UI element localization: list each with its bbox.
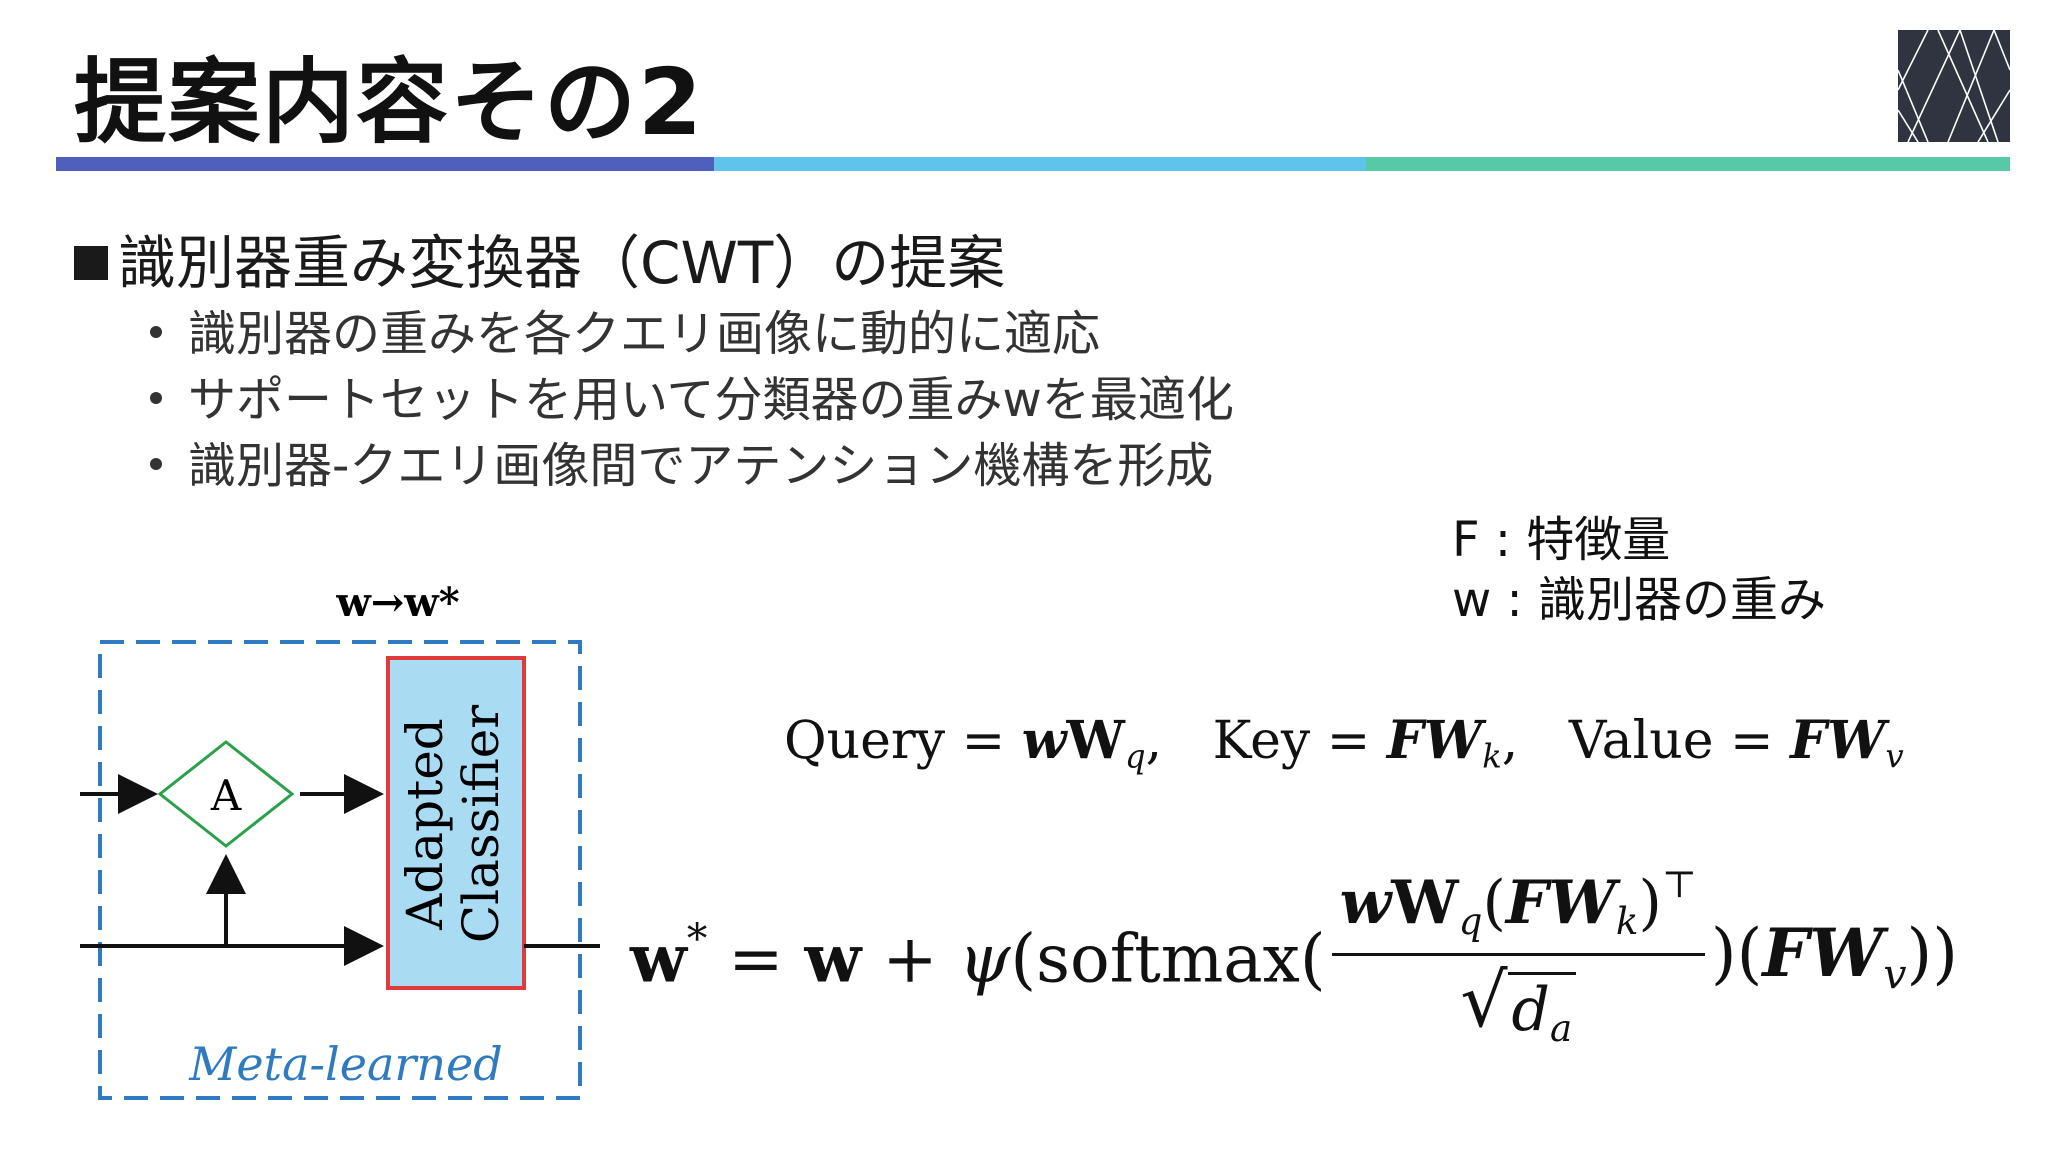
underline-segment-cyan [714, 157, 1366, 171]
section-heading: 識別器重み変換器（CWT）の提案 [74, 216, 1005, 300]
logo-icon [1898, 30, 2010, 142]
cwt-diagram: w→w* Adapted Classifier A Meta-learned [80, 580, 600, 1100]
fraction: wWq(FWk)⊤ √da [1331, 862, 1705, 1050]
diamond-label: A [210, 771, 242, 820]
attention-equation: Query = wWq, Key = FWk, Value = FWv [784, 710, 1904, 776]
softmax-label: softmax [1036, 920, 1300, 998]
slide-title: 提案内容その2 [74, 49, 705, 156]
adapted-classifier-block [386, 656, 526, 990]
value-label: Value [1568, 711, 1714, 771]
bullet-text: 識別器-クエリ画像間でアテンション機構を形成 [188, 438, 1214, 494]
bullet-text: 識別器の重みを各クエリ画像に動的に適応 [188, 306, 1101, 362]
classifier-label-line2: Classifier [452, 705, 510, 943]
bullet-dot-icon [150, 458, 162, 470]
bullet-item: 識別器-クエリ画像間でアテンション機構を形成 [150, 426, 1213, 496]
weight-update-equation: w* = w + ψ(softmax( wWq(FWk)⊤ √da )(FWv)… [630, 862, 1958, 1051]
meta-learned-box [98, 640, 582, 1100]
key-label: Key [1212, 711, 1311, 771]
query-label: Query [784, 711, 946, 771]
bullet-item: 識別器の重みを各クエリ画像に動的に適応 [150, 294, 1100, 364]
square-bullet-icon [74, 246, 108, 280]
section-heading-text: 識別器重み変換器（CWT）の提案 [118, 229, 1006, 297]
bullet-item: サポートセットを用いて分類器の重みwを最適化 [150, 360, 1234, 430]
bullet-dot-icon [150, 392, 162, 404]
bullet-dot-icon [150, 326, 162, 338]
meta-learned-label: Meta-learned [188, 1037, 502, 1091]
classifier-label-line1: Adapted [396, 718, 454, 931]
bullet-text: サポートセットを用いて分類器の重みwを最適化 [188, 372, 1234, 428]
diagram-top-label: w→w* [335, 580, 459, 626]
underline-segment-blue [56, 157, 714, 171]
title-underline [56, 157, 2010, 171]
attention-diamond [157, 740, 295, 848]
legend-weight: w : 識別器の重み [1452, 572, 1826, 628]
underline-segment-green [1366, 157, 2010, 171]
legend-feature: F : 特徴量 [1452, 512, 1671, 568]
